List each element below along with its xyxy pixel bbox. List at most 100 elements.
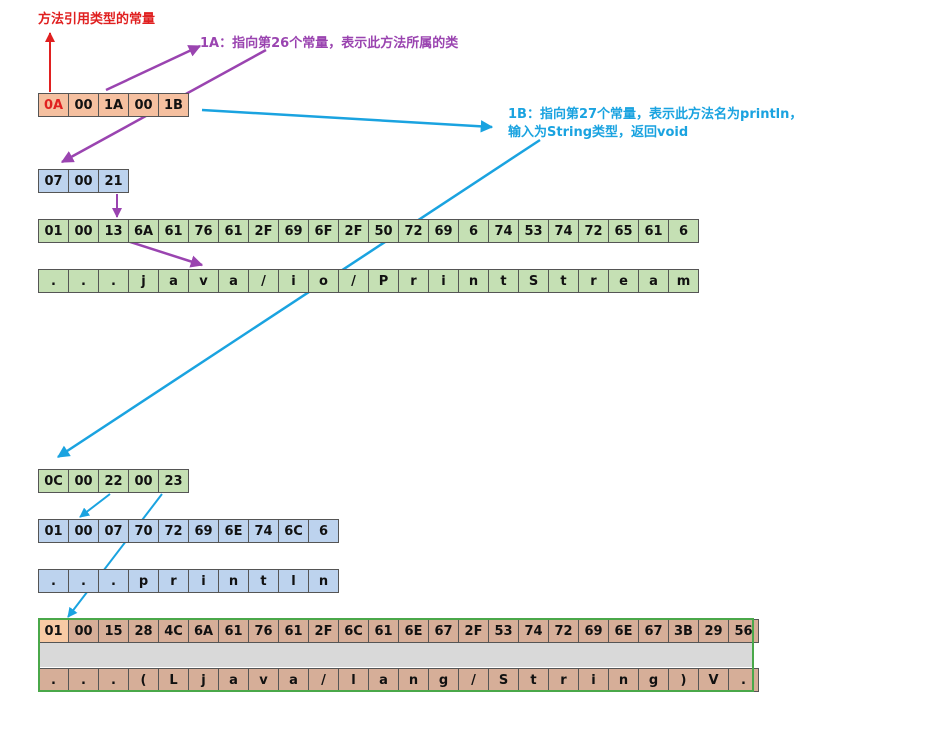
byte-cell: 1A (98, 93, 129, 117)
byte-cell: v (188, 269, 219, 293)
byte-cell: 65 (608, 219, 639, 243)
arrow-row5-to-row6 (79, 493, 111, 518)
byte-cell: 70 (128, 519, 159, 543)
byte-cell: 07 (98, 519, 129, 543)
byte-cell: 72 (158, 519, 189, 543)
byte-cell: e (608, 269, 639, 293)
byte-cell: / (338, 269, 369, 293)
byte-cell: 13 (98, 219, 129, 243)
byte-cell: 50 (368, 219, 399, 243)
byte-cell: i (188, 569, 219, 593)
byte-cell: a (158, 269, 189, 293)
arrow-row5-to-row8 (67, 493, 163, 618)
byte-cell: 00 (128, 469, 159, 493)
byte-cell: 6 (668, 219, 699, 243)
byte-cell: t (548, 269, 579, 293)
byte-cell: 6F (308, 219, 339, 243)
byte-cell: 2F (308, 619, 339, 643)
byte-cell: 74 (488, 219, 519, 243)
label-1a: 1A：指向第26个常量，表示此方法所属的类 (200, 36, 459, 51)
byte-cell: 0C (38, 469, 69, 493)
byte-cell: ( (128, 668, 159, 692)
arrow-row3-to-row4 (123, 238, 204, 268)
byte-cell: 67 (638, 619, 669, 643)
byte-cell: 53 (518, 219, 549, 243)
label-method-ref-const: 方法引用类型的常量 (38, 12, 156, 27)
byte-cell: / (248, 269, 279, 293)
byte-cell: V (698, 668, 729, 692)
byte-cell: 1B (158, 93, 189, 117)
byte-cell: 69 (428, 219, 459, 243)
arrow-1b-to-label (201, 108, 494, 133)
byte-cell: ) (668, 668, 699, 692)
byte-cell: 01 (38, 219, 69, 243)
byte-cell: n (458, 269, 489, 293)
byte-cell: n (218, 569, 249, 593)
byte-cell: 01 (38, 519, 69, 543)
label-1b-line2: 输入为String类型，返回void (508, 125, 689, 140)
byte-cell: 6C (338, 619, 369, 643)
byte-cell: 69 (278, 219, 309, 243)
byte-cell: P (368, 269, 399, 293)
byte-cell: 76 (248, 619, 279, 643)
byte-cell: 61 (638, 219, 669, 243)
byte-cell: 72 (548, 619, 579, 643)
label-1b-line1: 1B：指向第27个常量，表示此方法名为println， (508, 107, 803, 122)
byte-cell: 2F (338, 219, 369, 243)
byte-cell: 69 (188, 519, 219, 543)
byte-cell: . (38, 269, 69, 293)
byte-cell: p (128, 569, 159, 593)
byte-cell: 00 (68, 169, 99, 193)
byte-cell: 6A (128, 219, 159, 243)
byte-cell: 74 (518, 619, 549, 643)
byte-cell: 6A (188, 619, 219, 643)
byte-cell: 00 (68, 93, 99, 117)
byte-cell: 61 (218, 619, 249, 643)
byte-cell: 3B (668, 619, 699, 643)
byte-cell: o (308, 269, 339, 293)
gray-separator-band (40, 643, 752, 667)
byte-cell: 2F (248, 219, 279, 243)
byte-cell: 6C (278, 519, 309, 543)
byte-cell: 61 (368, 619, 399, 643)
byte-cell: L (158, 668, 189, 692)
byte-cell: 00 (68, 469, 99, 493)
byte-cell: 6 (458, 219, 489, 243)
byte-cell: r (578, 269, 609, 293)
byte-cell: 61 (158, 219, 189, 243)
byte-cell: 00 (68, 519, 99, 543)
byte-cell: 21 (98, 169, 129, 193)
byte-cell: 72 (578, 219, 609, 243)
byte-cell: . (98, 269, 129, 293)
arrow-1a-to-label (105, 44, 202, 92)
byte-cell: 15 (98, 619, 129, 643)
byte-cell: 0A (38, 93, 69, 117)
byte-cell: 61 (218, 219, 249, 243)
byte-cell: . (68, 269, 99, 293)
byte-cell: t (248, 569, 279, 593)
byte-cell: 00 (128, 93, 159, 117)
byte-cell: 07 (38, 169, 69, 193)
byte-cell: l (278, 569, 309, 593)
byte-cell: 74 (248, 519, 279, 543)
byte-cell: a (218, 269, 249, 293)
byte-cell: 01 (38, 619, 69, 643)
byte-cell: a (638, 269, 669, 293)
byte-cell: S (518, 269, 549, 293)
byte-cell: . (98, 569, 129, 593)
byte-cell: 6 (308, 519, 339, 543)
byte-cell: n (608, 668, 639, 692)
byte-cell: m (668, 269, 699, 293)
byte-cell: 76 (188, 219, 219, 243)
byte-cell: . (38, 569, 69, 593)
byte-cell: n (308, 569, 339, 593)
arrow-1b-to-row5 (56, 138, 541, 459)
byte-cell: 4C (158, 619, 189, 643)
